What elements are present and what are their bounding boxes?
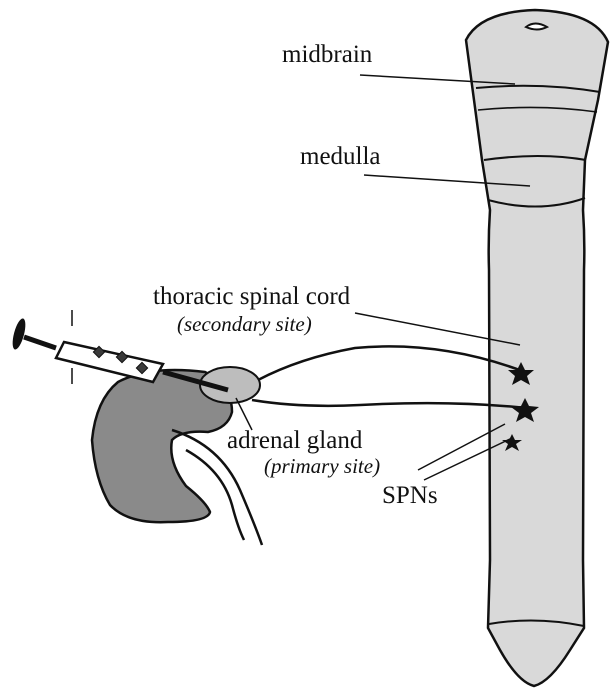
- nerve-fiber: [252, 400, 527, 408]
- label-adrenal-gland: adrenal gland: [227, 427, 363, 454]
- label-spinal-cord: thoracic spinal cord: [153, 283, 351, 310]
- label-spns: SPNs: [382, 482, 438, 509]
- spinal-cord: [466, 10, 608, 686]
- label-midbrain: midbrain: [282, 41, 373, 68]
- label-primary-site: (primary site): [264, 454, 380, 478]
- aqueduct-icon: [526, 24, 547, 30]
- label-secondary-site: (secondary site): [177, 312, 312, 336]
- nerve-fiber: [258, 346, 525, 380]
- leader-line: [236, 398, 252, 430]
- label-medulla: medulla: [300, 143, 381, 170]
